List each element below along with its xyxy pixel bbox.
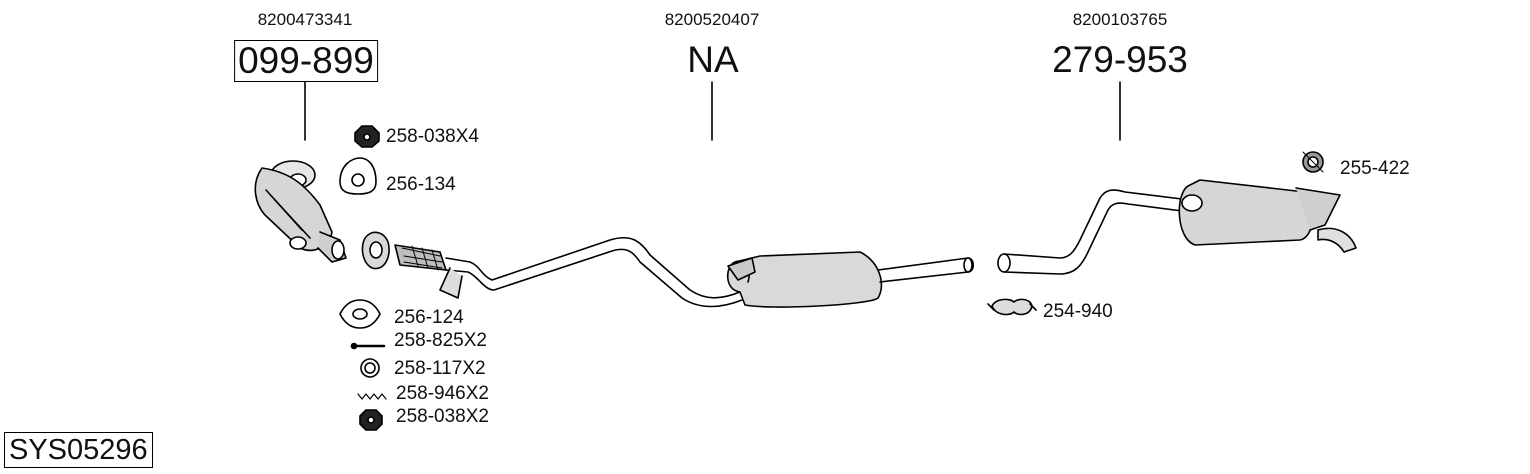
hanger-icon — [1302, 151, 1324, 173]
label-ring: 258-117X2 — [394, 358, 486, 379]
system-id: SYS05296 — [4, 432, 153, 468]
label-gasket-top: 256-134 — [386, 174, 456, 195]
gasket-icon-top — [339, 157, 377, 195]
oe-number-rear: 8200103765 — [1072, 10, 1168, 29]
spring-icon — [357, 393, 387, 400]
middle-silencer-part — [726, 251, 975, 308]
part-number-rear: 279-953 — [1052, 39, 1188, 80]
rear-silencer-part — [997, 179, 1357, 275]
ring-icon — [360, 358, 380, 378]
gasket-icon-bottom — [339, 299, 381, 329]
oe-number-catalyst: 8200473341 — [257, 10, 353, 29]
label-nut-bottom: 258-038X2 — [396, 406, 489, 427]
label-spring: 258-946X2 — [396, 383, 489, 404]
nut-icon-top — [354, 125, 380, 148]
label-nut-top: 258-038X4 — [386, 126, 479, 147]
nut-icon-bottom — [359, 409, 383, 431]
part-number-middle: NA — [687, 39, 739, 80]
bolt-icon — [350, 342, 386, 350]
label-hanger: 255-422 — [1340, 158, 1410, 179]
label-gasket-bottom: 256-124 — [394, 307, 464, 328]
front-pipe-part — [361, 231, 743, 308]
label-bolt: 258-825X2 — [394, 330, 487, 351]
oe-number-middle: 8200520407 — [664, 10, 760, 29]
part-number-catalyst: 099-899 — [234, 40, 378, 82]
label-clamp: 254-940 — [1043, 301, 1113, 322]
catalytic-converter-part — [254, 160, 347, 263]
clamp-icon — [987, 298, 1037, 316]
